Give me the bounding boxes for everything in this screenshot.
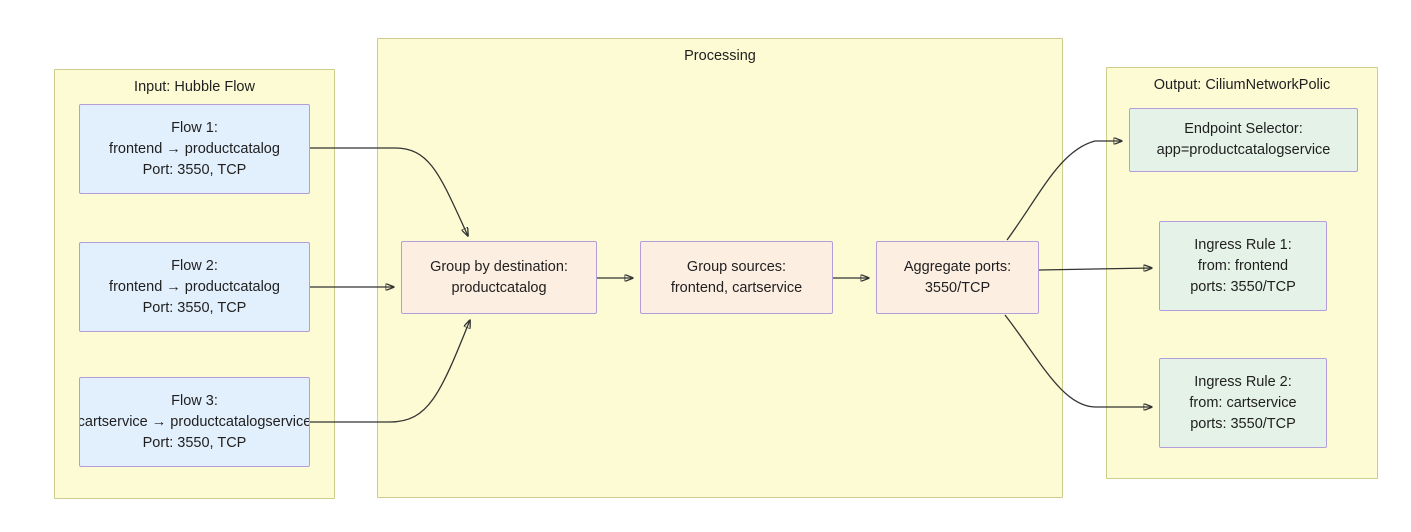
node-ingress-rule-2-line-3: ports: 3550/TCP	[1190, 415, 1296, 432]
node-flow-3-line-2: cartservice → productcatalogservice	[79, 413, 310, 430]
node-group-by-destination-line-2: productcatalog	[451, 279, 547, 296]
node-endpoint-selector[interactable]: Endpoint Selector: app=productcatalogser…	[1129, 108, 1358, 172]
node-flow-1-line-1: Flow 1:	[171, 119, 218, 136]
node-aggregate-ports[interactable]: Aggregate ports: 3550/TCP	[876, 241, 1039, 314]
node-flow-1-line-2: frontend → productcatalog	[109, 140, 280, 157]
subgraph-output-title: Output: CiliumNetworkPolic	[1153, 77, 1331, 93]
node-group-sources-line-1: Group sources:	[686, 258, 787, 275]
node-group-sources[interactable]: Group sources: frontend, cartservice	[640, 241, 833, 314]
node-endpoint-selector-line-2: app=productcatalogservice	[1156, 142, 1331, 158]
node-group-sources-line-2: frontend, cartservice	[670, 279, 803, 296]
node-flow-2-line-2: frontend → productcatalog	[109, 278, 280, 295]
node-aggregate-ports-line-1: Aggregate ports:	[903, 258, 1012, 275]
node-aggregate-ports-line-2: 3550/TCP	[924, 279, 991, 296]
node-ingress-rule-2[interactable]: Ingress Rule 2: from: cartservice ports:…	[1159, 358, 1327, 448]
node-ingress-rule-1-line-3: ports: 3550/TCP	[1190, 278, 1296, 295]
node-group-by-destination-line-1: Group by destination:	[430, 258, 568, 275]
node-flow-1-line-3: Port: 3550, TCP	[142, 161, 247, 178]
node-flow-3[interactable]: Flow 3: cartservice → productcatalogserv…	[79, 377, 310, 467]
node-ingress-rule-2-line-1: Ingress Rule 2:	[1194, 373, 1292, 390]
node-ingress-rule-1[interactable]: Ingress Rule 1: from: frontend ports: 35…	[1159, 221, 1327, 311]
node-ingress-rule-1-line-2: from: frontend	[1197, 257, 1289, 274]
node-flow-2-line-1: Flow 2:	[171, 257, 218, 274]
node-flow-1[interactable]: Flow 1: frontend → productcatalog Port: …	[79, 104, 310, 194]
node-ingress-rule-1-line-1: Ingress Rule 1:	[1194, 236, 1292, 253]
subgraph-input-title: Input: Hubble Flow	[134, 79, 255, 95]
node-flow-3-line-1: Flow 3:	[171, 392, 218, 409]
node-group-by-destination[interactable]: Group by destination: productcatalog	[401, 241, 597, 314]
subgraph-processing-title: Processing	[684, 48, 756, 64]
node-flow-2-line-3: Port: 3550, TCP	[142, 299, 247, 316]
node-flow-3-line-3: Port: 3550, TCP	[142, 434, 247, 451]
node-ingress-rule-2-line-2: from: cartservice	[1189, 394, 1297, 411]
node-flow-2[interactable]: Flow 2: frontend → productcatalog Port: …	[79, 242, 310, 332]
node-endpoint-selector-line-1: Endpoint Selector:	[1184, 121, 1303, 137]
